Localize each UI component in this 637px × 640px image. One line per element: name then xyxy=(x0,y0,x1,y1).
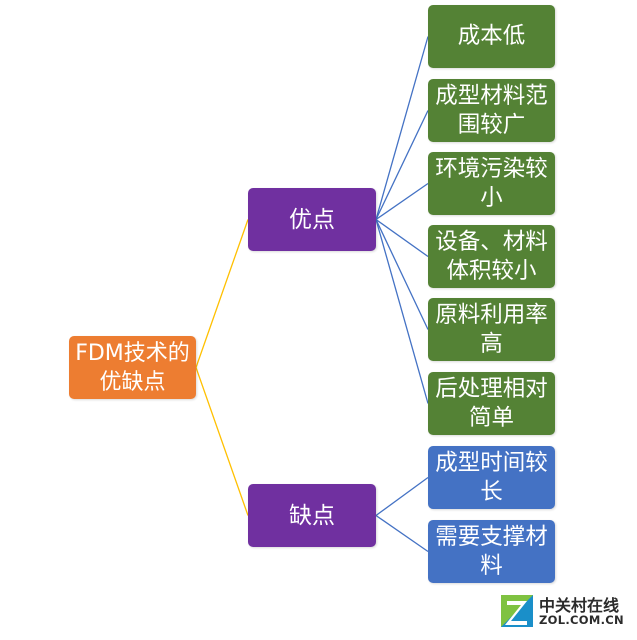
advantage-item: 成型材料范围较广 xyxy=(428,79,555,142)
disadvantage-connector-line xyxy=(375,514,429,553)
advantage-item-label: 后处理相对简单 xyxy=(435,375,548,431)
advantage-item-label: 成本低 xyxy=(457,23,526,49)
advantage-item: 设备、材料体积较小 xyxy=(428,225,555,288)
advantage-connector-line xyxy=(375,110,429,220)
watermark-en-text: ZOL.COM.CN xyxy=(539,613,624,627)
advantage-item: 原料利用率高 xyxy=(428,298,555,361)
advantages-node: 优点 xyxy=(248,188,376,251)
advantage-item-label: 环境污染较小 xyxy=(435,155,548,211)
advantage-connector-line xyxy=(375,36,429,220)
disadvantage-item: 需要支撑材料 xyxy=(428,520,555,583)
advantage-connector-line xyxy=(375,182,429,221)
advantage-item-label: 原料利用率高 xyxy=(435,301,548,357)
advantage-item: 后处理相对简单 xyxy=(428,372,555,435)
advantage-connector-line xyxy=(375,219,429,330)
advantage-item: 环境污染较小 xyxy=(428,152,555,215)
disadvantage-connector-line xyxy=(375,476,429,517)
advantage-connector-line xyxy=(375,219,429,404)
watermark-cn-text: 中关村在线 xyxy=(539,596,620,615)
zol-logo-icon xyxy=(501,595,533,627)
advantages-label: 优点 xyxy=(289,206,335,233)
disadvantages-node: 缺点 xyxy=(248,484,376,547)
disadvantages-label: 缺点 xyxy=(289,502,335,529)
disadvantage-item: 成型时间较长 xyxy=(428,446,555,509)
disadvantage-item-label: 成型时间较长 xyxy=(435,449,548,505)
advantage-item: 成本低 xyxy=(428,5,555,68)
root-node: FDM技术的优缺点 xyxy=(69,336,196,399)
disadvantage-item-label: 需要支撑材料 xyxy=(435,523,548,579)
advantage-item-label: 成型材料范围较广 xyxy=(435,82,548,138)
root-to-advantages-line xyxy=(195,219,249,368)
root-label: FDM技术的优缺点 xyxy=(75,340,190,395)
zol-watermark: 中关村在线 ZOL.COM.CN xyxy=(499,591,631,631)
advantage-connector-line xyxy=(375,218,429,258)
root-to-disadvantages-line xyxy=(195,367,249,516)
advantage-item-label: 设备、材料体积较小 xyxy=(435,228,548,284)
